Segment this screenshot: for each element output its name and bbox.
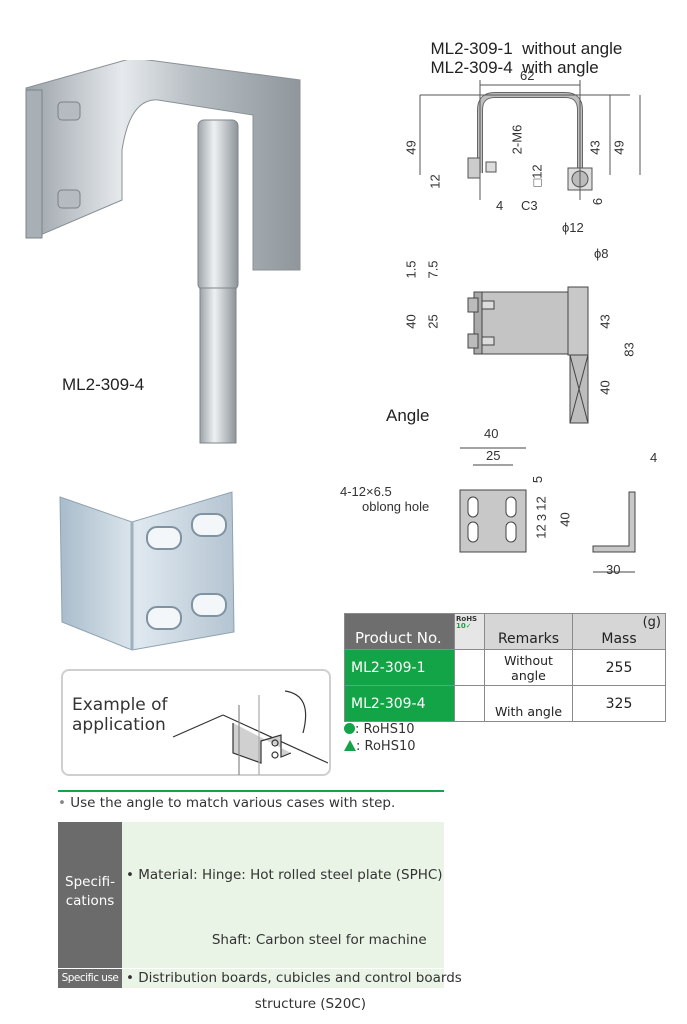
specifications-block: Specifi- cations • Material: Hinge: Hot … [58,822,444,1012]
hole-label-1: 4-12×6.5 [340,484,392,499]
variant-2-title: ML2-309-4 with angle [421,41,599,77]
application-title: Example of application [72,695,168,735]
col-rohs: RoHS 10✓ [454,613,485,650]
circle-icon [344,723,355,734]
table-header-row: Product No. RoHS 10✓ Remarks Mass (g) [344,613,666,650]
variant-code: ML2-309-1 [430,39,513,58]
angle-drawing [459,447,636,573]
specifications-label: Specifi- cations [58,822,122,968]
dim-top-offset: 1.5 [403,260,419,279]
dim-height-left: 49 [403,140,419,155]
application-example: Example of application [61,669,331,776]
mass-cell: 325 [572,685,666,722]
legend-triangle: : RoHS10 [344,739,415,754]
dim-knuckle: 43 [597,314,613,329]
product-no: ML2-309-1 [344,649,455,686]
variant-1-title: ML2-309-1 without angle [421,22,622,58]
variant-code: ML2-309-4 [430,58,513,77]
variant-desc: without angle [522,39,623,58]
col-mass: Mass (g) [572,613,666,650]
dim-bolt-pitch: 25 [425,314,441,329]
side-view-drawing [467,286,589,424]
table-row: ML2-309-1 Without angle 255 [344,649,666,686]
remarks-cell: With angle [484,685,573,722]
specific-use-block: Specific use • Distribution boards, cubi… [58,969,462,988]
dim-width: 62 [520,68,535,83]
col-product: Product No. [344,613,455,650]
divider [58,790,444,792]
hinge-photo-label: ML2-309-4 [62,375,145,394]
dim-bolt: 2-M6 [509,124,525,155]
legend-circle: : RoHS10 [344,722,414,737]
mass-cell: 255 [572,649,666,686]
dim-shaft-len: 43 [587,140,603,155]
mass-unit: (g) [642,615,661,630]
hole-label-2: oblong hole [362,499,430,514]
rohs-cell [454,685,485,722]
top-view-drawing [419,80,641,200]
dim-thickness: 4 [496,198,504,213]
dim-angle-depth: 30 [606,562,621,577]
dim-chamfer: C3 [521,198,538,213]
dim-height-right: 49 [611,140,627,155]
dim-dia-inner: ϕ8 [594,246,609,261]
dim-angle-pitch: 25 [486,448,501,463]
dim-angle-thickness: 4 [650,450,658,465]
product-no: ML2-309-4 [344,685,455,722]
product-table: Product No. RoHS 10✓ Remarks Mass (g) ML… [344,613,666,722]
dim-bottom: 6 [590,197,606,206]
dim-angle-gap: 3 [534,513,550,522]
dim-angle-top: 5 [530,475,546,484]
dim-angle-h2: 12 [533,524,549,539]
dim-total: 83 [621,342,637,357]
variant-desc: with angle [522,58,599,77]
dim-dia-outer: ϕ12 [562,220,584,235]
dim-angle-h1: 12 [533,496,549,511]
table-row: ML2-309-4 With angle 325 [344,685,666,722]
remarks-cell: Without angle [484,649,573,686]
hinge-photo [25,60,301,444]
rohs-cell [454,649,485,686]
dim-shaft: 40 [597,380,613,395]
dim-square: □12 [529,164,545,187]
angle-photo [59,491,235,651]
col-remarks: Remarks [484,613,573,650]
dim-plate-h: 40 [403,314,419,329]
dim-offset: 12 [427,174,443,189]
note-text: • Use the angle to match various cases w… [58,795,396,811]
application-illustration [172,690,328,775]
dim-angle-height: 40 [557,512,573,527]
specific-use-label: Specific use [58,969,122,988]
dim-bolt-offset: 7.5 [425,260,441,279]
specifications-text: • Material: Hinge: Hot rolled steel plat… [126,867,443,1012]
rohs-logo-icon: RoHS 10✓ [456,615,478,630]
dim-angle-width: 40 [484,426,499,441]
specific-use-text: • Distribution boards, cubicles and cont… [126,970,462,986]
angle-title: Angle [386,406,430,425]
triangle-icon [344,740,356,751]
